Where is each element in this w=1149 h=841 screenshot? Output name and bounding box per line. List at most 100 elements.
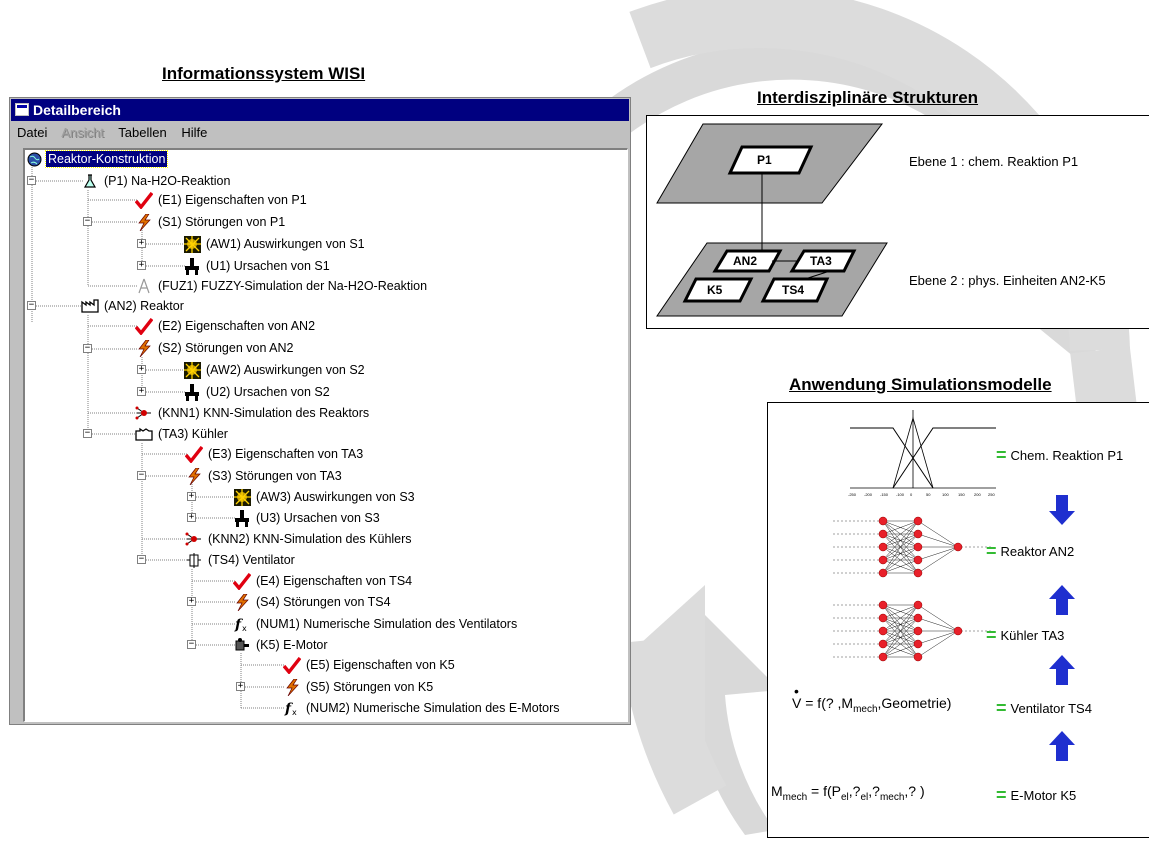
nn-neuron: [953, 626, 963, 636]
motor-icon: [233, 637, 251, 654]
collapse-toggle[interactable]: −: [137, 470, 146, 480]
nn-connection: [882, 630, 919, 658]
nn-connection: [882, 604, 919, 632]
expand-toggle[interactable]: +: [187, 491, 196, 501]
tree-connector-lines: [31, 163, 285, 709]
expand-toggle[interactable]: +: [187, 512, 196, 522]
formula-part: = f(P: [807, 783, 841, 799]
nn-neuron: [878, 600, 888, 610]
equals-symbol: =: [996, 698, 1007, 718]
tree-node[interactable]: (KNN2) KNN-Simulation des Kühlers: [185, 530, 414, 548]
formula-part: ,?: [848, 783, 861, 799]
tree-node[interactable]: (S4) Störungen von TS4: [233, 593, 393, 611]
tree-node-label: (S5) Störungen von K5: [306, 680, 434, 694]
tree-node[interactable]: (S2) Störungen von AN2: [135, 339, 296, 357]
nn-connection: [882, 604, 919, 645]
nn-connection: [882, 643, 919, 658]
svg-text:-250: -250: [848, 492, 857, 497]
expand-toggle[interactable]: +: [137, 260, 146, 270]
tree-node[interactable]: (TS4) Ventilator: [185, 551, 297, 569]
menu-ansicht: Ansicht: [61, 125, 104, 140]
tree-node-label: (E1) Eigenschaften von P1: [158, 193, 307, 207]
collapse-toggle[interactable]: −: [27, 175, 36, 185]
tree-node-label: (NUM2) Numerische Simulation des E-Motor…: [306, 701, 560, 715]
tree-node-label: (U2) Ursachen von S2: [206, 385, 330, 399]
simulation-title: Anwendung Simulationsmodelle: [789, 375, 1052, 394]
tree-node[interactable]: (FUZ1) FUZZY-Simulation der Na-H2O-Reakt…: [135, 277, 429, 295]
collapse-toggle[interactable]: −: [83, 343, 92, 353]
collapse-toggle[interactable]: −: [27, 300, 36, 310]
expand-toggle[interactable]: +: [137, 386, 146, 396]
collapse-toggle[interactable]: −: [83, 216, 92, 226]
collapse-toggle[interactable]: −: [187, 639, 196, 649]
lightning-icon: [135, 339, 153, 357]
tree-node[interactable]: (E4) Eigenschaften von TS4: [233, 572, 414, 590]
tree-node-label: (E2) Eigenschaften von AN2: [158, 319, 316, 333]
nn-connection: [882, 520, 919, 574]
sim-row-label: Kühler TA3: [1000, 628, 1065, 643]
tree-node[interactable]: (S3) Störungen von TA3: [185, 467, 344, 485]
nn-connection: [882, 520, 919, 561]
fan-icon: [185, 552, 203, 569]
svg-text:f: f: [284, 701, 294, 716]
formula-motor: Mmech = f(Pel,?el,?mech,? ): [771, 783, 925, 803]
tree-node[interactable]: (KNN1) KNN-Simulation des Reaktors: [135, 404, 371, 422]
nn-neuron: [913, 613, 923, 623]
tree-node-root[interactable]: Reaktor-Konstruktion: [25, 150, 169, 168]
nn-connection: [917, 617, 959, 632]
expand-toggle[interactable]: +: [137, 364, 146, 374]
formula-symbol: M: [771, 783, 783, 799]
collapse-toggle[interactable]: −: [83, 428, 92, 438]
window-titlebar[interactable]: Detailbereich: [11, 99, 629, 121]
lightning-icon: [233, 593, 251, 611]
nn-neuron: [913, 568, 923, 578]
neural-net-diagram-2: [833, 600, 993, 662]
tree-node[interactable]: (U3) Ursachen von S3: [233, 509, 382, 527]
tree-node[interactable]: (AW3) Auswirkungen von S3: [233, 488, 417, 506]
arrow-up-icon: [1049, 585, 1075, 615]
tree-node[interactable]: (U2) Ursachen von S2: [183, 383, 332, 401]
checkmark-icon: [135, 191, 153, 209]
globe-icon: [25, 151, 43, 168]
tree-node-label: (KNN1) KNN-Simulation des Reaktors: [158, 406, 370, 420]
menu-datei[interactable]: Datei: [17, 125, 48, 140]
tree-node[interactable]: (E2) Eigenschaften von AN2: [135, 317, 317, 335]
checkmark-icon: [283, 656, 301, 674]
tree-node[interactable]: (E5) Eigenschaften von K5: [283, 656, 457, 674]
menu-tabellen[interactable]: Tabellen: [118, 125, 167, 140]
menu-hilfe[interactable]: Hilfe: [181, 125, 208, 140]
nn-neuron: [878, 639, 888, 649]
tree-node-label: (AW1) Auswirkungen von S1: [206, 237, 365, 251]
nn-connection: [882, 533, 919, 574]
tree-node[interactable]: (AW2) Auswirkungen von S2: [183, 361, 367, 379]
nn-connection: [882, 559, 919, 574]
node-ta3: TA3: [810, 254, 832, 268]
expand-toggle[interactable]: +: [236, 681, 245, 691]
tree-node-label: (S2) Störungen von AN2: [158, 341, 294, 355]
tree-node[interactable]: (E1) Eigenschaften von P1: [135, 191, 309, 209]
sim-row-label: Reaktor AN2: [1000, 544, 1075, 559]
tree-node[interactable]: (AN2) Reaktor: [81, 297, 186, 315]
tree-node[interactable]: (K5) E-Motor: [233, 636, 330, 654]
collapse-toggle[interactable]: −: [137, 554, 146, 564]
tree-view[interactable]: − − + + − − + + − − + + − + − + Reaktor-…: [23, 148, 628, 722]
formula-sub: mech: [782, 791, 808, 803]
tree-node[interactable]: (S1) Störungen von P1: [135, 213, 287, 231]
explosion-icon: [183, 361, 201, 379]
tree-node[interactable]: (P1) Na-H2O-Reaktion: [81, 172, 232, 190]
tree-node[interactable]: (S5) Störungen von K5: [283, 678, 435, 696]
nn-neuron: [878, 516, 888, 526]
tree-node[interactable]: (TA3) Kühler: [135, 425, 230, 443]
expand-toggle[interactable]: +: [187, 596, 196, 606]
tree-node[interactable]: (U1) Ursachen von S1: [183, 257, 332, 275]
tree-node-label: (AW3) Auswirkungen von S3: [256, 490, 415, 504]
valve-icon: [233, 509, 251, 527]
expand-toggle[interactable]: +: [137, 238, 146, 248]
tree-node[interactable]: (AW1) Auswirkungen von S1: [183, 235, 367, 253]
tree-node[interactable]: (E3) Eigenschaften von TA3: [185, 445, 365, 463]
lightning-icon: [283, 678, 301, 696]
